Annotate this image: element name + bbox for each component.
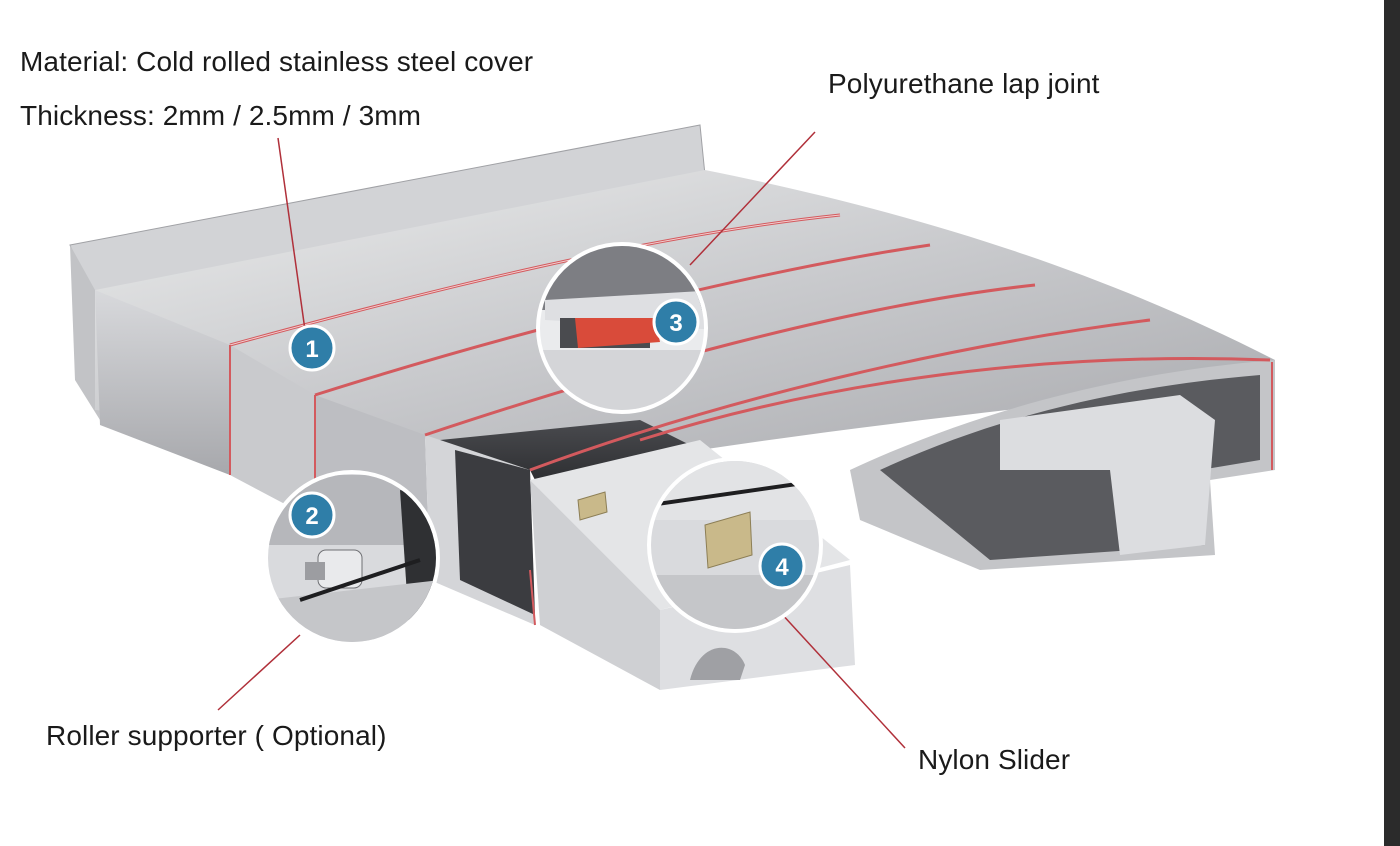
cavity-inner-wall — [455, 450, 535, 615]
badge-3-text: 3 — [669, 310, 682, 337]
roller-supporter-label: Roller supporter ( Optional) — [46, 720, 387, 751]
leader-line-slider — [779, 611, 906, 749]
thickness-label: Thickness: 2mm / 2.5mm / 3mm — [20, 100, 422, 131]
badge-2-text: 2 — [305, 503, 318, 530]
leader-line-lap-joint — [689, 131, 816, 266]
badge-1: 1 — [288, 324, 336, 372]
slider-housing-front — [530, 480, 660, 690]
guide-rail-profile — [1000, 395, 1215, 555]
leader-line-roller — [217, 634, 301, 711]
segment-2-face — [230, 345, 315, 520]
badge-1-text: 1 — [305, 336, 318, 363]
lap-joint-label: Polyurethane lap joint — [828, 68, 1100, 99]
housing-slider-tab — [577, 491, 608, 521]
material-label: Material: Cold rolled stainless steel co… — [20, 46, 534, 77]
left-end-wall — [70, 245, 100, 420]
slider-housing-notch — [690, 647, 745, 680]
segment-1-face — [95, 290, 230, 475]
leader-line-material — [277, 137, 306, 331]
badge-4: 4 — [758, 542, 806, 590]
badge-2: 2 — [288, 491, 336, 539]
detail-roller-circle — [264, 470, 440, 646]
nylon-slider-label: Nylon Slider — [918, 744, 1071, 775]
badge-4-text: 4 — [775, 554, 789, 581]
right-edge-strip — [1384, 0, 1400, 846]
badge-3: 3 — [652, 298, 700, 346]
